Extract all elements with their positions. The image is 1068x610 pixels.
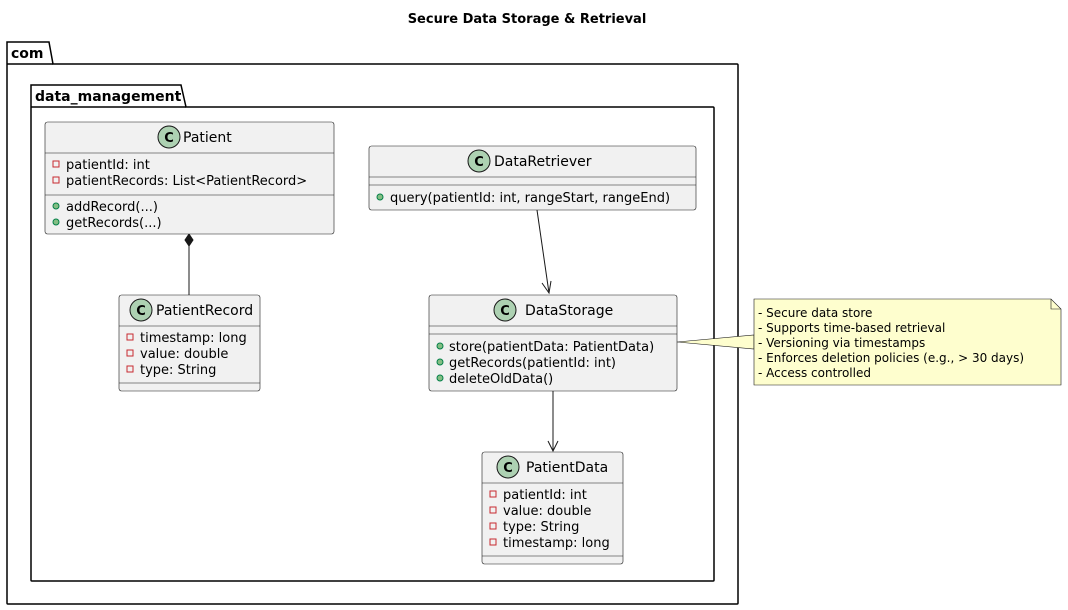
class-c-icon [493, 298, 517, 322]
public-icon [52, 218, 60, 226]
private-icon [489, 538, 497, 546]
method: addRecord(...) [66, 200, 158, 215]
package-data-management-label: data_management [35, 89, 182, 105]
note-line-1: - Secure data store [758, 306, 872, 320]
class-name: PatientData [526, 460, 608, 476]
method: query(patientId: int, rangeStart, rangeE… [390, 191, 670, 206]
svg-text:C: C [474, 155, 484, 170]
class-patient: C Patient patientId: int patientRecords:… [44, 121, 335, 235]
public-icon [436, 358, 444, 366]
note: - Secure data store - Supports time-base… [753, 298, 1062, 386]
note-line-5: - Access controlled [758, 366, 871, 380]
package-com-label: com [11, 46, 44, 62]
method: store(patientData: PatientData) [449, 340, 654, 355]
attribute: type: String [140, 363, 216, 378]
attribute: value: double [140, 347, 228, 362]
diagram-title: Secure Data Storage & Retrieval [408, 12, 647, 27]
public-icon [436, 342, 444, 350]
private-icon [126, 365, 134, 373]
attribute: timestamp: long [503, 536, 610, 551]
private-icon [52, 160, 60, 168]
package-com: com [6, 41, 739, 605]
svg-text:C: C [136, 304, 146, 319]
class-name: Patient [183, 130, 232, 146]
class-c-icon [129, 298, 153, 322]
storage-data-arrowhead [547, 440, 559, 453]
class-name: DataStorage [525, 303, 613, 319]
class-c-icon [496, 455, 520, 479]
svg-text:C: C [503, 461, 513, 476]
method: getRecords(...) [66, 216, 162, 231]
class-patient-data: C PatientData patientId: int value: doub… [481, 451, 624, 565]
class-name: DataRetriever [494, 154, 592, 170]
retriever-storage-arrowhead [541, 280, 552, 295]
public-icon [52, 202, 60, 210]
private-icon [126, 349, 134, 357]
attribute: type: String [503, 520, 579, 535]
retriever-storage-line [536, 209, 550, 294]
attribute: timestamp: long [140, 331, 247, 346]
attribute: value: double [503, 504, 591, 519]
class-name: PatientRecord [156, 303, 253, 319]
note-line-4: - Enforces deletion policies (e.g., > 30… [758, 351, 1024, 365]
note-connector [676, 334, 755, 350]
private-icon [489, 506, 497, 514]
private-icon [489, 522, 497, 530]
public-icon [436, 374, 444, 382]
method: getRecords(patientId: int) [449, 356, 616, 371]
composition-diamond [184, 233, 194, 247]
package-data-management: data_management [30, 84, 715, 582]
private-icon [489, 490, 497, 498]
svg-text:C: C [500, 304, 510, 319]
method: deleteOldData() [449, 372, 553, 387]
attribute: patientId: int [503, 488, 587, 503]
class-patient-record: C PatientRecord timestamp: long value: d… [118, 294, 261, 392]
attribute: patientId: int [66, 158, 150, 173]
private-icon [126, 333, 134, 341]
class-data-storage: C DataStorage store(patientData: Patient… [428, 294, 678, 392]
class-data-retriever: C DataRetriever query(patientId: int, ra… [368, 145, 697, 211]
note-line-3: - Versioning via timestamps [758, 336, 925, 350]
note-line-2: - Supports time-based retrieval [758, 321, 945, 335]
public-icon [376, 193, 384, 201]
private-icon [52, 176, 60, 184]
attribute: patientRecords: List<PatientRecord> [66, 174, 307, 189]
svg-text:C: C [164, 131, 174, 146]
class-c-icon [157, 125, 181, 149]
class-c-icon [467, 149, 491, 173]
